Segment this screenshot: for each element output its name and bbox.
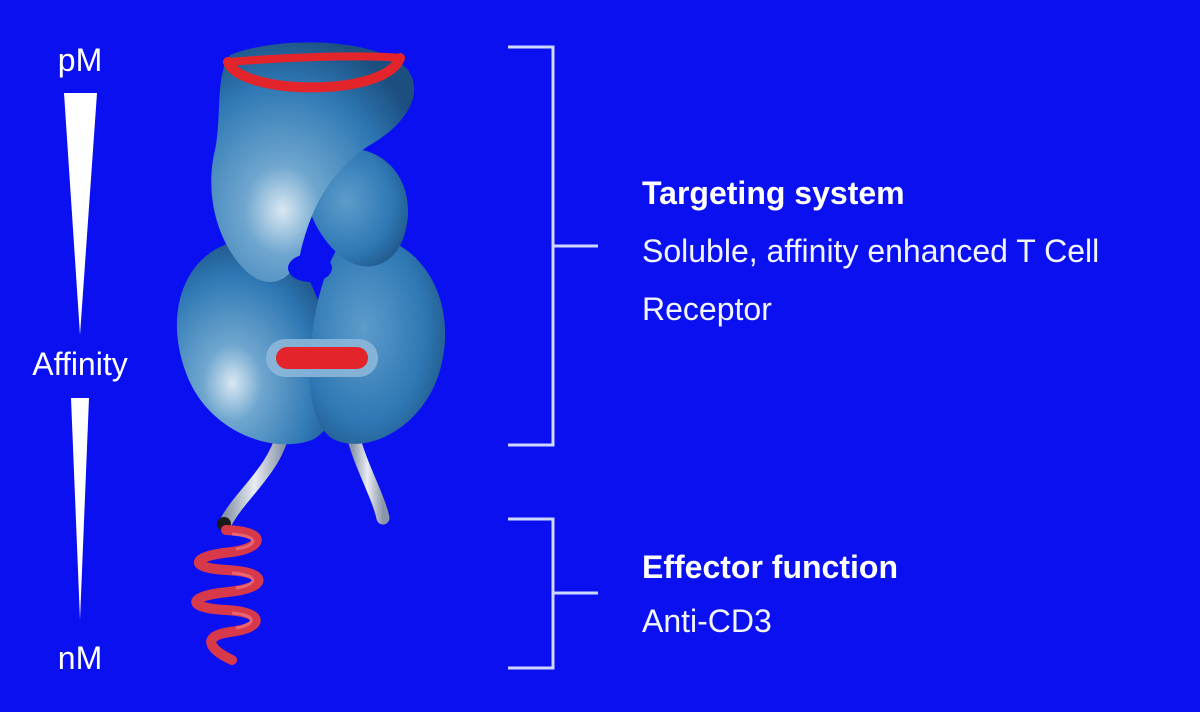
effector-info: Effector function Anti-CD3 [642, 546, 1182, 650]
affinity-label: Affinity [32, 346, 128, 382]
effector-title: Effector function [642, 549, 898, 585]
targeting-bracket [508, 45, 598, 447]
effector-description: Anti-CD3 [642, 603, 772, 639]
targeting-title: Targeting system [642, 175, 905, 211]
binding-loop [223, 53, 405, 93]
affinity-bottom-label: nM [57, 640, 103, 676]
upper-left-domain [211, 42, 415, 282]
affinity-wedge-bottom [71, 398, 89, 620]
anti-cd3-helix [191, 525, 264, 665]
center-gap [288, 254, 332, 282]
affinity-top-label: pM [57, 42, 103, 78]
right-stalk [345, 425, 390, 525]
effector-bracket [508, 517, 598, 670]
targeting-description: Soluble, affinity enhanced T Cell Recept… [642, 233, 1100, 327]
left-stalk [219, 425, 290, 529]
targeting-info: Targeting system Soluble, affinity enhan… [642, 172, 1192, 338]
lower-right-lobe [309, 235, 446, 444]
affinity-wedge-top [64, 93, 97, 335]
lower-left-lobe [176, 239, 336, 445]
